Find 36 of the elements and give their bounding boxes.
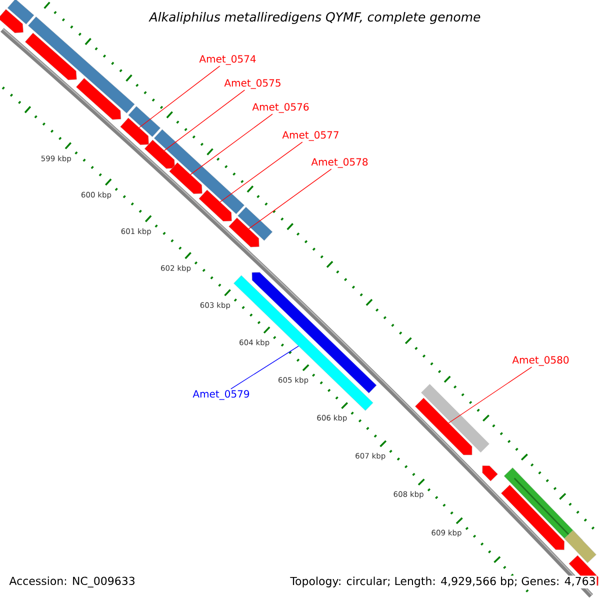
- gene-bar: [128, 106, 161, 138]
- gene-feature: [76, 78, 122, 120]
- gene-feature: [24, 32, 77, 80]
- title: Alkaliphilus metalliredigens QYMF, complete genome: [148, 10, 482, 26]
- gene-feature: [414, 398, 472, 456]
- gene-feature: [228, 218, 260, 248]
- gene-feature: [0, 9, 24, 34]
- leader-line: [248, 168, 332, 230]
- gene-label: Amet_0579: [192, 390, 250, 400]
- gene-label: Amet_0580: [512, 356, 569, 366]
- gene-feature: [482, 466, 498, 482]
- gene-feature: [169, 162, 202, 194]
- gene-label: Amet_0575: [224, 79, 280, 89]
- gene-feature: [500, 484, 565, 550]
- gene-bar: [154, 129, 244, 214]
- gene-label: Amet_0574: [199, 55, 256, 65]
- gene-bar: [564, 530, 596, 564]
- gene-bar: [28, 16, 135, 114]
- gene-bar: [238, 206, 273, 241]
- leader-line: [190, 114, 273, 175]
- leader-line: [448, 366, 532, 424]
- gene-feature: [252, 272, 377, 394]
- accession-text: Accession: NC_009633: [8, 576, 136, 588]
- gene-feature: [120, 118, 149, 145]
- gene-feature: [198, 190, 232, 222]
- leader-line: [164, 90, 246, 151]
- gene-label: Amet_0578: [311, 158, 368, 168]
- leader-line: [220, 142, 303, 202]
- gene-label: Amet_0576: [252, 103, 309, 113]
- leader-line: [230, 346, 299, 390]
- leader-line: [138, 66, 220, 128]
- genome-summary: Topology: circular; Length: 4,929,566 bp; Genes: 4,763: [289, 576, 597, 588]
- gene-bar: [421, 384, 490, 453]
- gene-feature: [144, 140, 175, 169]
- gene-bar: [7, 0, 34, 24]
- gene-label: Amet_0577: [282, 131, 338, 141]
